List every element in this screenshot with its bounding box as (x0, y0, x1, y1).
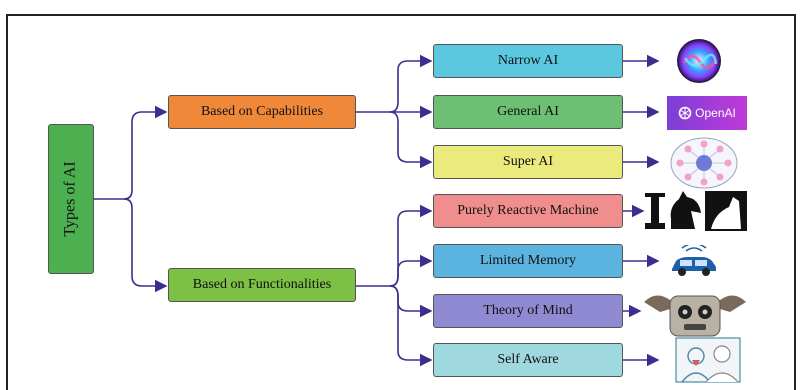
frame-right-border (794, 14, 796, 390)
ai-network-wheel-icon (670, 137, 738, 189)
frame-left-border (6, 14, 8, 390)
leaf-narrow-ai-label: Narrow AI (497, 53, 559, 68)
leaf-super-ai-label: Super AI (502, 154, 554, 169)
leaf-self-aware: Self Aware (433, 343, 623, 377)
human-robot-icon (675, 337, 741, 383)
frame-top-border (6, 14, 796, 16)
category-capabilities-label: Based on Capabilities (200, 104, 324, 119)
leaf-limited-memory-label: Limited Memory (479, 253, 577, 268)
self-driving-car-icon (672, 245, 716, 276)
leaf-limited-memory: Limited Memory (433, 244, 623, 278)
openai-swirl-icon (678, 106, 692, 120)
leaf-self-aware-label: Self Aware (497, 352, 559, 367)
chess-knight-icon (645, 191, 747, 231)
leaf-general-ai-label: General AI (497, 104, 559, 119)
category-capabilities: Based on Capabilities (168, 95, 356, 129)
category-functionalities: Based on Functionalities (168, 268, 356, 302)
root-node: Types of AI (48, 124, 94, 274)
category-functionalities-label: Based on Functionalities (192, 277, 332, 292)
leaf-theory-of-mind: Theory of Mind (433, 294, 623, 328)
leaf-purely-reactive: Purely Reactive Machine (433, 194, 623, 228)
robot-face-icon (644, 295, 746, 337)
openai-logo-icon: OpenAI (667, 96, 747, 130)
openai-logo-text: OpenAI (695, 106, 736, 120)
leaf-purely-reactive-label: Purely Reactive Machine (457, 203, 599, 218)
leaf-theory-of-mind-label: Theory of Mind (483, 303, 573, 318)
leaf-narrow-ai: Narrow AI (433, 44, 623, 78)
root-label: Types of AI (62, 161, 79, 237)
siri-orb-icon (677, 39, 721, 83)
leaf-super-ai: Super AI (433, 145, 623, 179)
leaf-general-ai: General AI (433, 95, 623, 129)
